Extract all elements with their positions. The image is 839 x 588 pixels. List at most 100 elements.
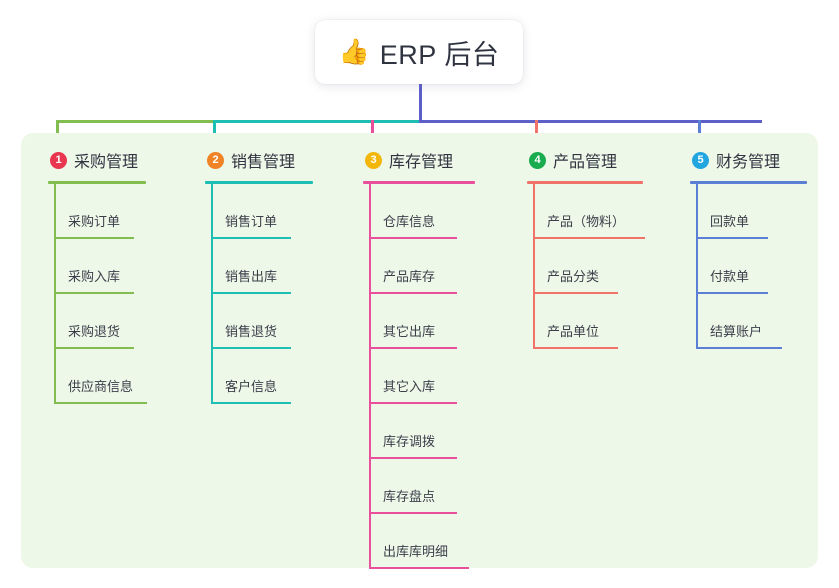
leaf-item-label: 供应商信息 [68, 379, 134, 394]
branch-title: 库存管理 [389, 154, 454, 171]
leaf-item-rule [369, 512, 457, 514]
leaf-item-label: 库存盘点 [383, 489, 436, 504]
connector-stub-3 [371, 120, 374, 145]
connector-bar-segment-1 [56, 120, 213, 123]
branch-title: 销售管理 [231, 154, 296, 171]
branch-spine [369, 184, 371, 569]
leaf-item[interactable]: 付款单 [690, 239, 807, 294]
page-title: ERP 后台 [379, 39, 500, 70]
branch-number-badge: 2 [207, 151, 224, 169]
branch-spine [211, 184, 213, 404]
leaf-item-rule [696, 347, 782, 349]
leaf-item-label: 仓库信息 [383, 214, 436, 229]
branch-title: 财务管理 [716, 154, 781, 171]
leaf-item[interactable]: 库存调拨 [363, 404, 475, 459]
thumbs-up-icon: 👍 [338, 37, 370, 66]
leaf-item-rule [369, 402, 457, 404]
branch-item-list: 销售订单销售出库销售退货客户信息 [205, 184, 313, 404]
leaf-item-label: 采购退货 [68, 324, 121, 339]
root-node-card[interactable]: 👍 ERP 后台 [315, 20, 523, 84]
branch-number-badge: 4 [529, 151, 546, 169]
leaf-item[interactable]: 出库库明细 [363, 514, 475, 569]
leaf-item-label: 客户信息 [225, 379, 278, 394]
leaf-item-rule [533, 347, 618, 349]
branch-header-产品管理[interactable]: 4 产品管理 [527, 145, 643, 175]
leaf-item[interactable]: 销售出库 [205, 239, 313, 294]
branch-column-库存管理: 3 库存管理仓库信息产品库存其它出库其它入库库存调拨库存盘点出库库明细 [363, 145, 475, 569]
leaf-item-rule [696, 292, 768, 294]
branch-item-list: 产品（物料） 产品分类产品单位 [527, 184, 645, 349]
branch-header-采购管理[interactable]: 1 采购管理 [48, 145, 146, 175]
leaf-item-rule [369, 237, 457, 239]
connector-stub-5 [698, 120, 701, 145]
leaf-item-label: 出库库明细 [383, 544, 449, 559]
leaf-item[interactable]: 产品（物料） [527, 184, 645, 239]
leaf-item-rule [54, 237, 134, 239]
leaf-item[interactable]: 销售订单 [205, 184, 313, 239]
leaf-item[interactable]: 其它出库 [363, 294, 475, 349]
leaf-item-label: 产品分类 [547, 269, 600, 284]
leaf-item[interactable]: 客户信息 [205, 349, 313, 404]
leaf-item-label: 回款单 [710, 214, 750, 229]
connector-stub-1 [56, 120, 59, 145]
branch-header-rule [527, 181, 643, 184]
leaf-item[interactable]: 销售退货 [205, 294, 313, 349]
connector-stub-2 [213, 120, 216, 145]
leaf-item-rule [54, 347, 134, 349]
leaf-item[interactable]: 仓库信息 [363, 184, 475, 239]
leaf-item[interactable]: 采购入库 [48, 239, 146, 294]
leaf-item-label: 产品库存 [383, 269, 436, 284]
branch-number-badge: 3 [365, 151, 382, 169]
leaf-item[interactable]: 供应商信息 [48, 349, 147, 404]
leaf-item[interactable]: 产品库存 [363, 239, 475, 294]
leaf-item-rule [54, 292, 134, 294]
leaf-item[interactable]: 其它入库 [363, 349, 475, 404]
branch-title: 采购管理 [74, 154, 139, 171]
branch-header-rule [363, 181, 475, 184]
leaf-item-rule [696, 237, 768, 239]
leaf-item-label: 销售退货 [225, 324, 278, 339]
branches-panel: 1 采购管理采购订单采购入库采购退货供应商信息 2 销售管理销售订单销售出库销售退货客… [21, 133, 818, 569]
connector-bar-segment-2 [213, 120, 419, 123]
connector-trunk [419, 84, 422, 123]
leaf-item[interactable]: 采购订单 [48, 184, 146, 239]
leaf-item-rule [54, 402, 147, 404]
branch-header-销售管理[interactable]: 2 销售管理 [205, 145, 313, 175]
branch-spine [533, 184, 535, 349]
branch-number-badge: 1 [50, 151, 67, 169]
leaf-item-label: 产品（物料） [547, 214, 626, 229]
leaf-item[interactable]: 产品单位 [527, 294, 643, 349]
leaf-item-label: 产品单位 [547, 324, 600, 339]
connector-stub-4 [535, 120, 538, 145]
leaf-item[interactable]: 库存盘点 [363, 459, 475, 514]
branch-column-销售管理: 2 销售管理销售订单销售出库销售退货客户信息 [205, 145, 313, 404]
branch-item-list: 采购订单采购入库采购退货供应商信息 [48, 184, 147, 404]
leaf-item-rule [211, 237, 291, 239]
branch-title: 产品管理 [553, 154, 618, 171]
leaf-item-label: 采购入库 [68, 269, 121, 284]
leaf-item-label: 采购订单 [68, 214, 121, 229]
leaf-item-rule [211, 347, 291, 349]
leaf-item-rule [533, 292, 618, 294]
branch-spine [54, 184, 56, 404]
branch-column-采购管理: 1 采购管理采购订单采购入库采购退货供应商信息 [48, 145, 147, 404]
branch-spine [696, 184, 698, 349]
leaf-item-rule [369, 457, 457, 459]
connector-bar-segment-3 [419, 120, 762, 123]
branch-header-rule [690, 181, 807, 184]
leaf-item[interactable]: 采购退货 [48, 294, 146, 349]
leaf-item-label: 销售订单 [225, 214, 278, 229]
leaf-item[interactable]: 结算账户 [690, 294, 807, 349]
branch-header-rule [48, 181, 146, 184]
branch-item-list: 仓库信息产品库存其它出库其它入库库存调拨库存盘点出库库明细 [363, 184, 475, 569]
leaf-item[interactable]: 产品分类 [527, 239, 643, 294]
branch-item-list: 回款单付款单结算账户 [690, 184, 807, 349]
leaf-item[interactable]: 回款单 [690, 184, 807, 239]
branch-header-库存管理[interactable]: 3 库存管理 [363, 145, 475, 175]
leaf-item-rule [369, 292, 457, 294]
leaf-item-rule [211, 292, 291, 294]
leaf-item-label: 结算账户 [710, 324, 763, 339]
leaf-item-rule [533, 237, 645, 239]
